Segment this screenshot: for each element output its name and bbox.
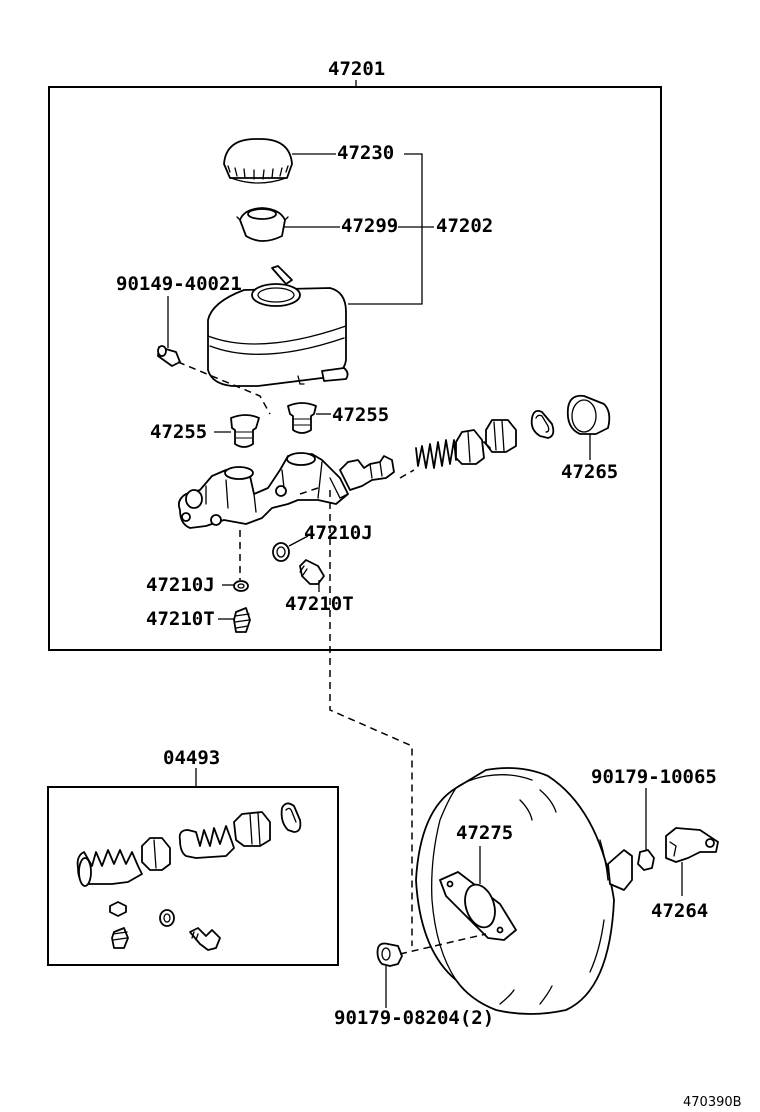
nut-to-booster-dashed bbox=[399, 933, 487, 955]
repair-kit-gasket2-part bbox=[159, 909, 175, 927]
gasket-upper-leader bbox=[288, 535, 309, 547]
nut-right-part bbox=[637, 849, 655, 871]
nut-right-label: 90179-10065 bbox=[591, 766, 717, 788]
reservoir-label: 47202 bbox=[436, 215, 493, 237]
repair-kit-gasket-part bbox=[109, 901, 127, 917]
pin-dashed-path bbox=[177, 361, 271, 415]
gasket-upper-part bbox=[272, 542, 290, 562]
bolt-upper-label: 47210T bbox=[285, 593, 354, 615]
cylinder-kit-label: 47265 bbox=[561, 461, 618, 483]
reservoir-cap-part bbox=[223, 138, 293, 184]
gasket-lower-label: 47210J bbox=[146, 574, 215, 596]
pin-label: 90149-40021 bbox=[116, 273, 242, 295]
assembly-frame bbox=[48, 86, 662, 651]
nut-bottom-label: 90179-08204(2) bbox=[334, 1007, 494, 1029]
bolt-to-booster-dashed bbox=[329, 490, 413, 946]
grommet-left-label: 47255 bbox=[150, 421, 207, 443]
strainer-label: 47299 bbox=[341, 215, 398, 237]
grommet-right-part bbox=[287, 402, 317, 434]
repair-kit-ring-part bbox=[280, 802, 302, 833]
piston-spring-set-part bbox=[339, 419, 517, 491]
gasket-upper-label: 47210J bbox=[304, 522, 373, 544]
repair-kit-piston-part bbox=[76, 837, 171, 887]
brake-booster-part bbox=[415, 767, 633, 1015]
bolt-lower-part bbox=[233, 607, 251, 633]
repair-kit-bolt2-part bbox=[189, 927, 221, 951]
repair-kit-bolt-part bbox=[111, 927, 129, 949]
gasket-lower-part bbox=[233, 580, 249, 592]
repair-kit-spring-part bbox=[178, 811, 271, 859]
grommet-left-part bbox=[230, 414, 260, 448]
strainer-part bbox=[236, 207, 289, 242]
booster-label: 47275 bbox=[456, 822, 513, 844]
bolt-lower-label: 47210T bbox=[146, 608, 215, 630]
pin-part bbox=[157, 345, 181, 367]
bolt-upper-part bbox=[299, 559, 325, 585]
grommet-right-label: 47255 bbox=[332, 404, 389, 426]
reservoir-tank-part bbox=[207, 265, 349, 387]
seal-ring-part bbox=[530, 409, 555, 439]
assembly-label: 47201 bbox=[328, 58, 385, 80]
repair-kit-frame bbox=[47, 786, 339, 966]
nut-bottom-part bbox=[376, 942, 403, 967]
cap-label: 47230 bbox=[337, 142, 394, 164]
bracket-label: 47264 bbox=[651, 900, 708, 922]
reservoir-group-bracket bbox=[348, 153, 423, 305]
repair-kit-label: 04493 bbox=[163, 747, 220, 769]
kit-dashed-path bbox=[399, 469, 415, 479]
bracket-part bbox=[665, 827, 719, 863]
cylinder-kit-cup-part bbox=[566, 394, 611, 435]
master-cylinder-body-part bbox=[177, 452, 349, 529]
body-to-bolt-dashed bbox=[299, 487, 319, 495]
diagram-code-label: 470390B bbox=[683, 1095, 742, 1110]
